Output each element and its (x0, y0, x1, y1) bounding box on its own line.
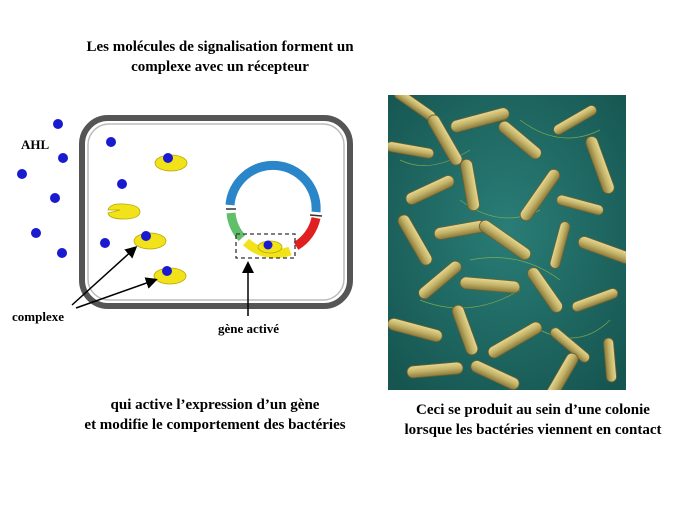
ahl-molecule (31, 228, 41, 238)
free-receptor (107, 203, 141, 220)
title-line-2: complexe avec un récepteur (131, 59, 309, 75)
caption-bottom-right-line-1: Ceci se produit au sein d’une colonie (416, 402, 650, 418)
label-gene-active: gène activé (218, 321, 280, 336)
complex-receptor (154, 153, 188, 172)
complex-receptor (133, 231, 167, 250)
ahl-molecule (117, 179, 127, 189)
caption-bottom-left-line-2: et modifie le comportement des bactéries (84, 417, 346, 433)
label-complexe: complexe (12, 309, 64, 324)
caption-bottom-left-line-1: qui active l’expression d’un gène (110, 397, 320, 413)
ahl-molecule (106, 137, 116, 147)
ahl-molecule (17, 169, 27, 179)
ahl-molecule (58, 153, 68, 163)
label-ahl: AHL (21, 137, 50, 152)
caption-bottom-right-line-2: lorsque les bactéries viennent en contac… (404, 422, 662, 438)
complex-receptor (153, 266, 187, 285)
ahl-molecules-outside (17, 119, 68, 258)
plasmid (225, 160, 323, 259)
ahl-molecule (57, 248, 67, 258)
receptors (107, 153, 188, 285)
arrows (71, 245, 254, 316)
diagram-title: Les molécules de signalisation forment u… (40, 37, 400, 77)
ahl-molecules-inside (100, 137, 127, 248)
title-line-1: Les molécules de signalisation forment u… (86, 39, 354, 55)
arrow-complexe-1 (71, 245, 138, 306)
gene-highlight-box (235, 233, 296, 259)
ahl-molecule (50, 193, 60, 203)
ahl-molecule (100, 238, 110, 248)
caption-bottom-left: qui active l’expression d’un gène et mod… (20, 395, 410, 435)
ahl-molecule (53, 119, 63, 129)
bacteria-micrograph (388, 95, 626, 390)
caption-bottom-right: Ceci se produit au sein d’une colonie lo… (378, 400, 688, 440)
arrow-complexe-2 (75, 277, 158, 309)
